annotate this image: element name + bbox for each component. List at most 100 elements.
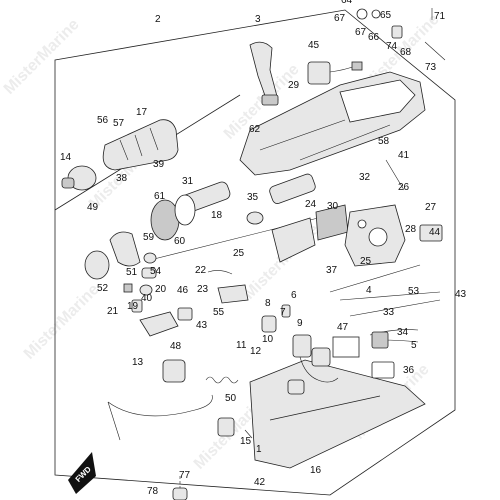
callout-35: 35	[247, 192, 259, 203]
callout-12: 12	[250, 346, 262, 357]
callout-2: 2	[155, 14, 161, 25]
callout-36: 36	[403, 365, 415, 376]
callout-41: 41	[398, 150, 410, 161]
callout-14: 14	[60, 152, 72, 163]
callout-34: 34	[397, 327, 409, 338]
lock-plate	[271, 204, 349, 263]
label-plate	[332, 336, 360, 358]
callout-42: 42	[254, 477, 266, 488]
callout-25: 25	[360, 256, 372, 267]
callout-52: 52	[97, 283, 109, 294]
callout-1: 1	[256, 444, 262, 455]
control-box-housing	[239, 71, 426, 176]
adapter-knob	[84, 231, 141, 280]
callout-26: 26	[398, 182, 410, 193]
callout-74: 74	[386, 41, 398, 52]
callout-29: 29	[288, 80, 300, 91]
shaft-assembly	[149, 173, 331, 261]
callout-65: 65	[380, 10, 392, 21]
top-right-hardware	[356, 8, 446, 61]
callout-25: 25	[233, 248, 245, 259]
neutral-switch	[307, 61, 363, 85]
callout-48: 48	[170, 341, 182, 352]
callout-18: 18	[211, 210, 223, 221]
callout-77: 77	[179, 470, 191, 481]
callout-39: 39	[153, 159, 165, 170]
watermark-text: MisterMarine	[21, 281, 103, 363]
cable-rods	[329, 264, 441, 317]
callout-66: 66	[368, 32, 380, 43]
callout-32: 32	[359, 172, 371, 183]
callout-43: 43	[455, 289, 467, 300]
switch-plunger-parts	[261, 304, 291, 333]
callout-3: 3	[255, 14, 261, 25]
callout-8: 8	[265, 298, 271, 309]
callout-37: 37	[326, 265, 338, 276]
handle-grip	[102, 119, 179, 171]
callout-78: 78	[147, 486, 159, 497]
trim-switch-parts	[177, 270, 249, 321]
gear-housing-block	[344, 204, 443, 267]
callout-68: 68	[400, 47, 412, 58]
callout-60: 60	[174, 236, 186, 247]
callout-33: 33	[383, 307, 395, 318]
callout-17: 17	[136, 107, 148, 118]
callout-40: 40	[141, 293, 153, 304]
callout-24: 24	[305, 199, 317, 210]
callout-38: 38	[116, 173, 128, 184]
callout-20: 20	[155, 284, 167, 295]
callout-54: 54	[150, 266, 162, 277]
callout-64: 64	[341, 0, 353, 6]
callout-13: 13	[132, 357, 144, 368]
callout-73: 73	[425, 62, 437, 73]
callout-31: 31	[182, 176, 194, 187]
callout-56: 56	[97, 115, 109, 126]
callout-47: 47	[337, 322, 349, 333]
wire-harness	[287, 329, 419, 395]
callout-53: 53	[408, 286, 420, 297]
callout-7: 7	[280, 307, 286, 318]
callout-45: 45	[308, 40, 320, 51]
callout-22: 22	[195, 265, 207, 276]
callout-62: 62	[249, 124, 261, 135]
callout-55: 55	[213, 307, 225, 318]
callout-51: 51	[126, 267, 138, 278]
callout-4: 4	[366, 285, 372, 296]
callout-30: 30	[327, 201, 339, 212]
callout-67: 67	[334, 13, 346, 24]
callout-50: 50	[225, 393, 237, 404]
callout-27: 27	[425, 202, 437, 213]
long-bolt	[385, 159, 405, 191]
callout-49: 49	[87, 202, 99, 213]
callout-61: 61	[154, 191, 166, 202]
callout-21: 21	[107, 306, 119, 317]
lever-bracket	[139, 311, 179, 337]
callout-43: 43	[196, 320, 208, 331]
watermark-text: MisterMarine	[1, 16, 83, 98]
callout-23: 23	[197, 284, 209, 295]
cover-plate	[249, 359, 426, 469]
callout-5: 5	[411, 340, 417, 351]
callout-57: 57	[113, 118, 125, 129]
small-parts-cluster	[123, 252, 157, 313]
grip-end-cap	[61, 165, 97, 191]
callout-11: 11	[236, 340, 247, 351]
callout-46: 46	[177, 285, 189, 296]
callout-59: 59	[143, 232, 155, 243]
callout-28: 28	[405, 224, 417, 235]
callout-10: 10	[262, 334, 274, 345]
fwd-badge: FWD	[68, 452, 96, 494]
throttle-lever	[249, 41, 279, 106]
coil-spring-cable	[107, 376, 239, 441]
callout-16: 16	[310, 465, 322, 476]
callout-19: 19	[127, 301, 139, 312]
lower-left-parts	[162, 359, 253, 439]
callout-58: 58	[378, 136, 390, 147]
callout-67: 67	[355, 27, 367, 38]
callout-15: 15	[240, 436, 252, 447]
bottom-parts	[172, 476, 188, 500]
callout-9: 9	[297, 318, 303, 329]
callout-6: 6	[291, 290, 297, 301]
